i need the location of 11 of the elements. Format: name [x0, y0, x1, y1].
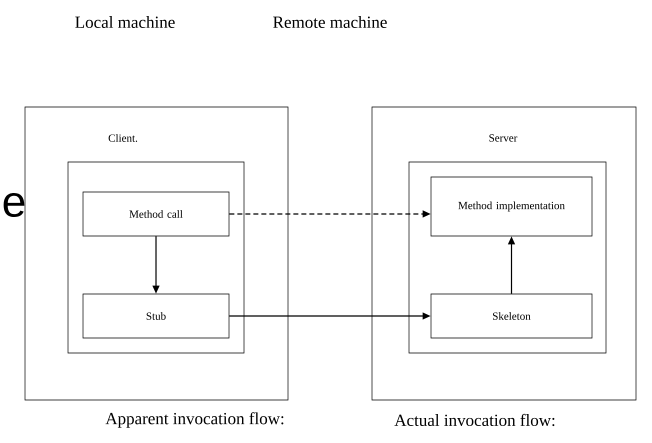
process-box: Skeleton — [430, 294, 592, 338]
caption-label: Actual invocation flow: — [394, 414, 554, 426]
header-label: Remote machine — [273, 16, 387, 28]
process-box: Method implementation — [430, 176, 592, 236]
container-box — [68, 162, 244, 354]
process-box: Stub — [82, 294, 230, 338]
container-box — [408, 162, 606, 354]
caption-label: Apparent invocation flow: — [105, 412, 284, 428]
process-box: Method call — [82, 192, 230, 236]
header-label: Local machine — [75, 16, 175, 28]
stray-letter: e — [4, 192, 24, 218]
